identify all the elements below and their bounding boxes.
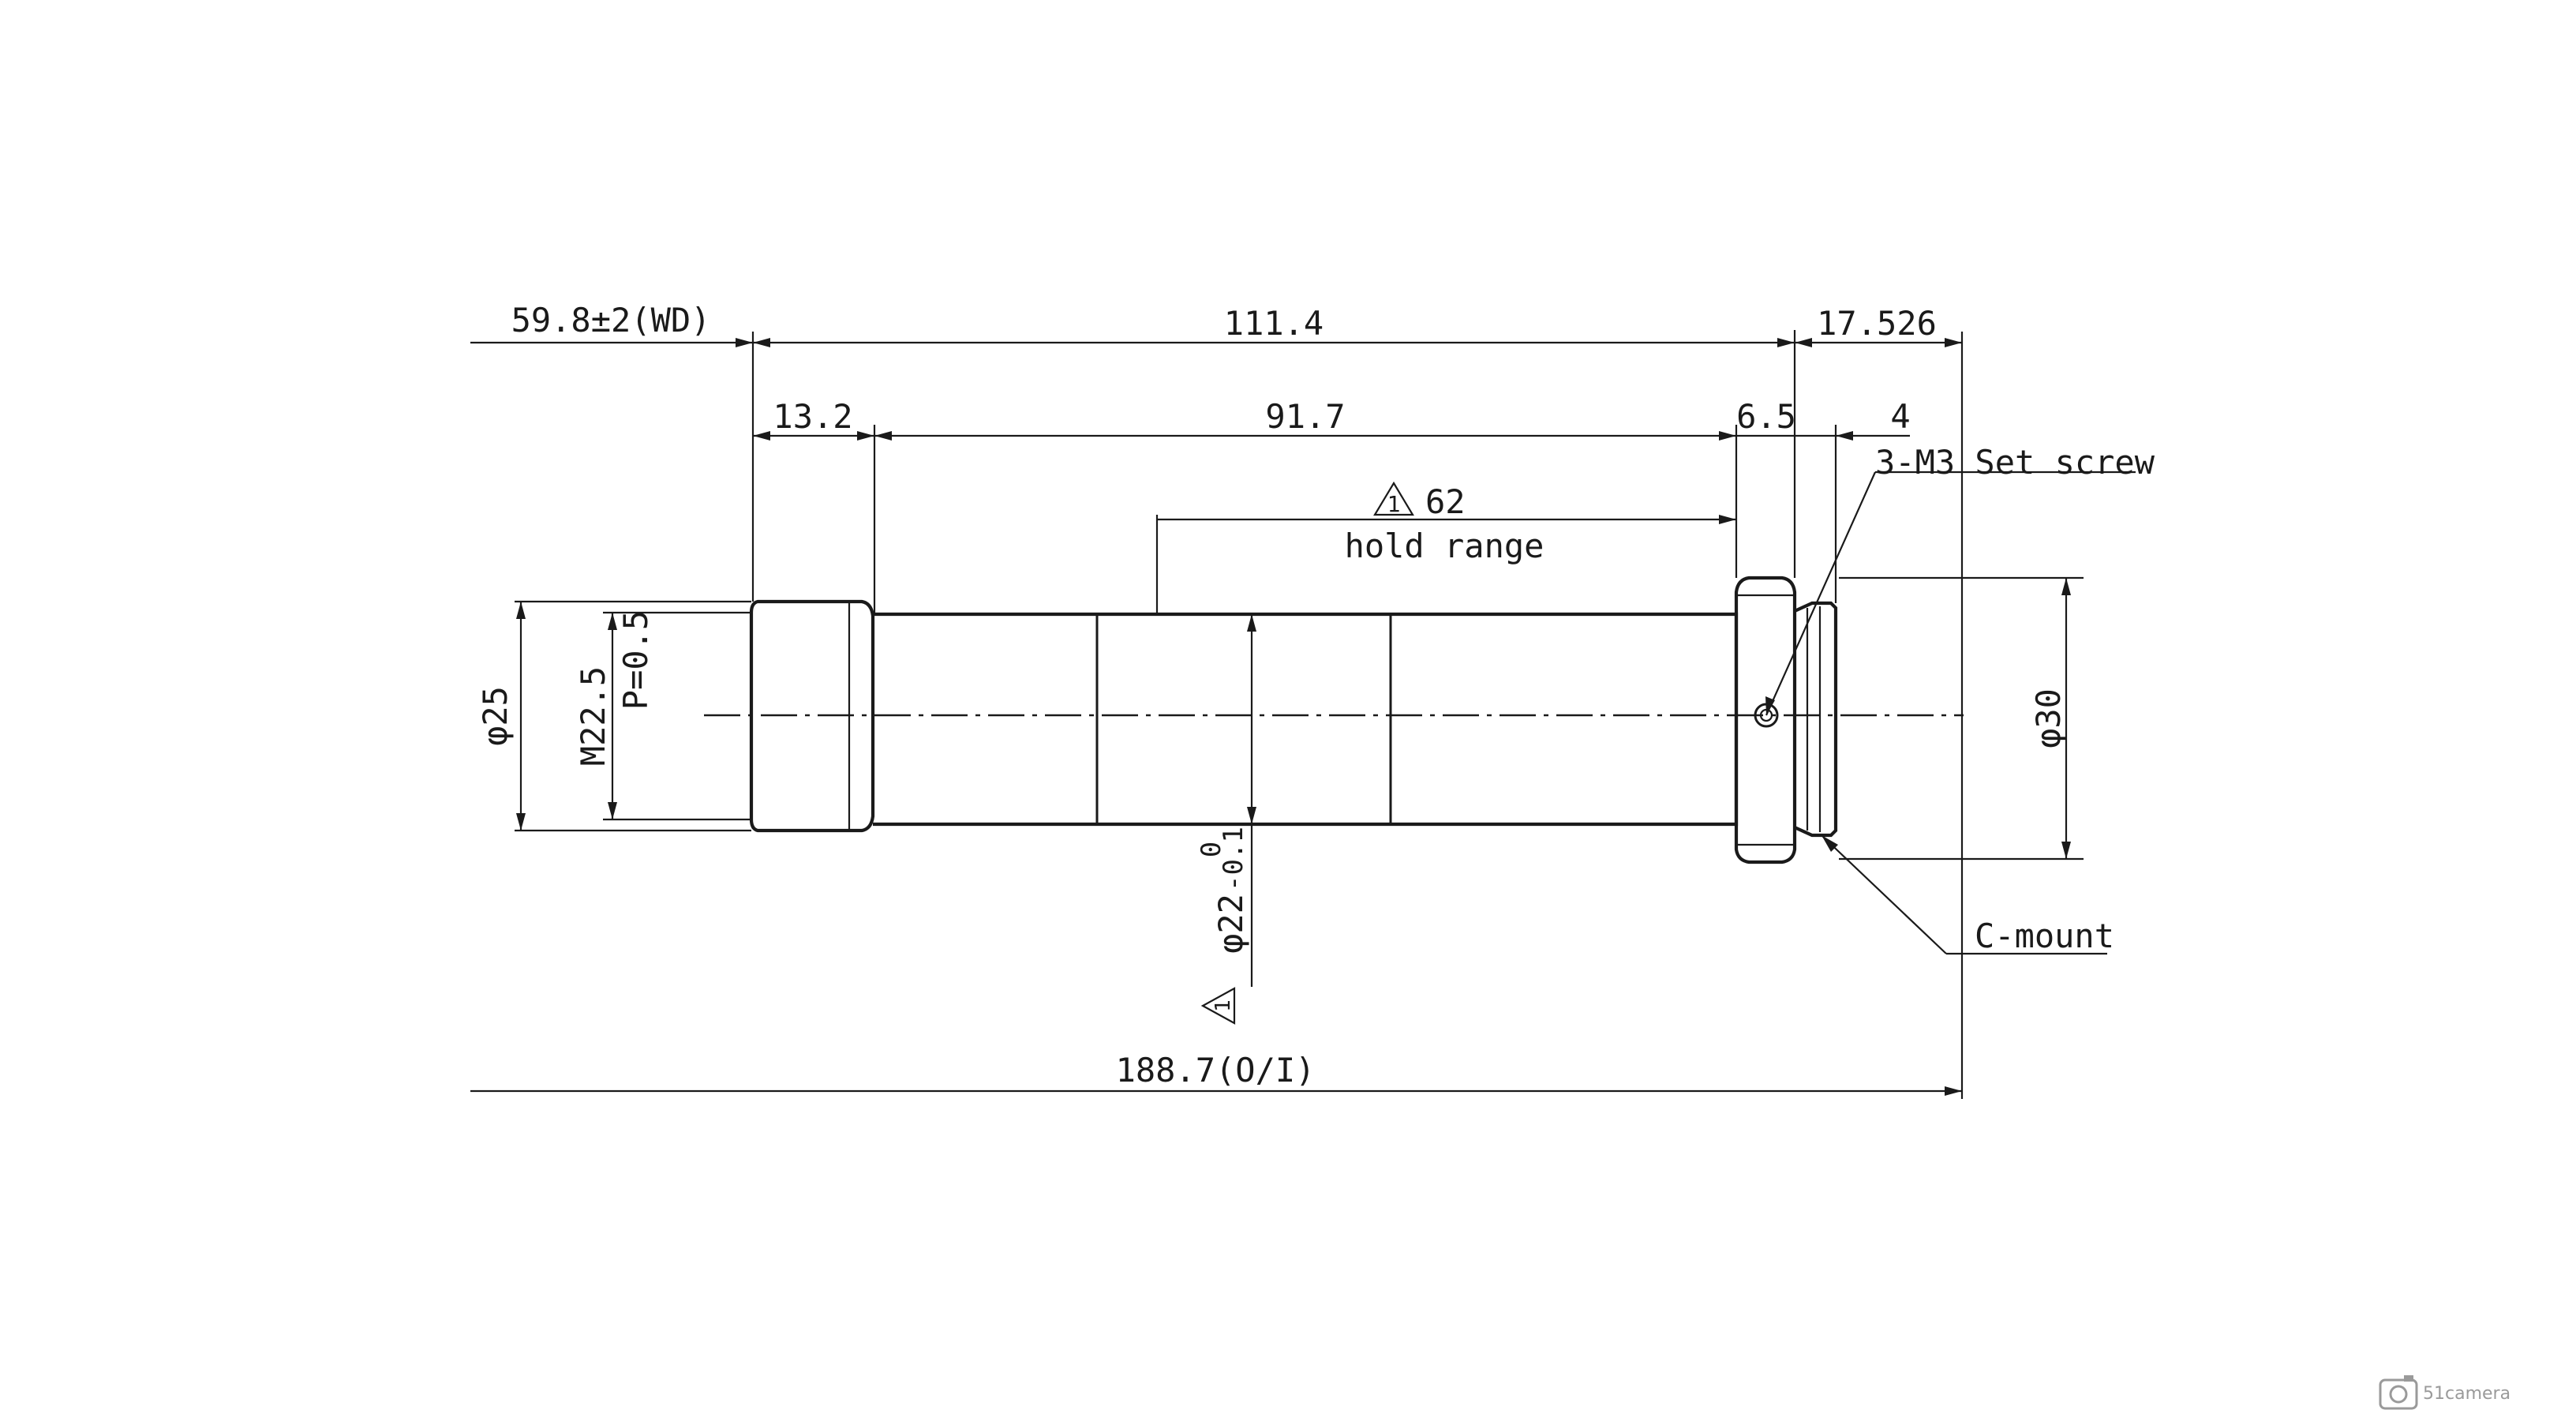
- thread-m22-5: M22.5: [574, 666, 612, 766]
- hold-range-label: hold range: [1345, 527, 1544, 565]
- dim-total: 188.7(O/I): [1116, 1051, 1316, 1089]
- leaders: [1765, 471, 2136, 955]
- lens-body: [749, 576, 1838, 864]
- dim-17-526: 17.526: [1817, 304, 1937, 343]
- dim-4: 4: [1890, 397, 1910, 436]
- svg-text:1: 1: [1387, 491, 1401, 517]
- dim-111-4: 111.4: [1224, 304, 1324, 343]
- tolerance-upper: 0: [1196, 842, 1227, 857]
- svg-text:1: 1: [1211, 999, 1235, 1012]
- callout-set-screw: 3-M3 Set screw: [1875, 443, 2155, 482]
- revision-triangle-hold: 1: [1373, 481, 1414, 517]
- dim-phi-22: φ22: [1211, 894, 1250, 954]
- c-mount-thread: [1794, 601, 1838, 838]
- thread-pitch: P=0.5: [616, 610, 655, 710]
- dim-phi-25: φ25: [476, 686, 515, 746]
- mount-ring: [1734, 576, 1797, 864]
- camera-logo-icon: [2379, 1375, 2418, 1410]
- watermark: 51camera: [2379, 1375, 2510, 1410]
- dim-6-5: 6.5: [1736, 397, 1796, 436]
- front-ring: [749, 599, 875, 833]
- revision-triangle-dia: 1: [1200, 987, 1236, 1025]
- callout-c-mount: C-mount: [1975, 917, 2114, 955]
- dim-phi-30: φ30: [2029, 688, 2068, 748]
- extension-lines: [515, 330, 2084, 1099]
- dim-wd: 59.8±2(WD): [511, 301, 711, 339]
- tolerance-lower: -0.1: [1218, 827, 1249, 891]
- barrel: [873, 612, 1739, 827]
- watermark-brand: 51camera: [2423, 1384, 2510, 1404]
- dim-13-2: 13.2: [773, 397, 852, 436]
- dim-hold-62: 62: [1425, 482, 1466, 521]
- dimension-lines: [470, 338, 2071, 1096]
- dim-91-7: 91.7: [1265, 397, 1345, 436]
